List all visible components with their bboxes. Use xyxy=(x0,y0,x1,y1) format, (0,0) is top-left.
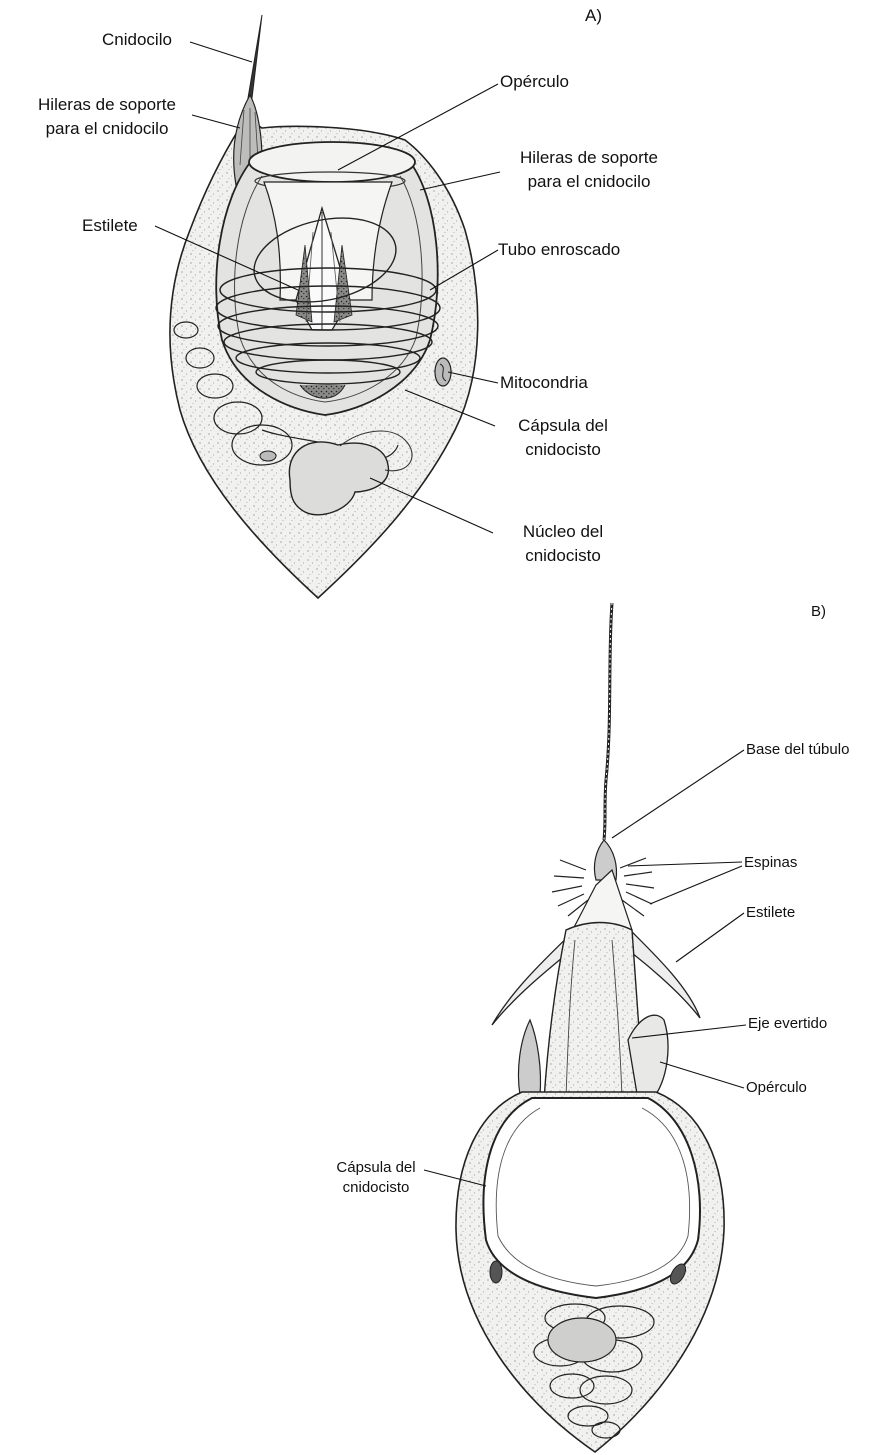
label-capsula-b-line2: cnidocisto xyxy=(326,1178,426,1198)
label-eje-evertido: Eje evertido xyxy=(748,1014,827,1034)
label-cnidocilo: Cnidocilo xyxy=(102,28,172,52)
cnidocil-b xyxy=(518,1020,540,1095)
label-capsula-b-line1: Cápsula del xyxy=(326,1158,426,1178)
label-mitocondria: Mitocondria xyxy=(500,371,588,395)
label-operculo-b: Opérculo xyxy=(746,1078,807,1098)
figure-b-cnidocyte xyxy=(424,603,746,1452)
label-capsula-b: Cápsula del cnidocisto xyxy=(326,1158,426,1198)
label-hileras-right-line2: para el cnidocilo xyxy=(500,170,678,194)
capsule-b xyxy=(483,1098,700,1298)
label-espinas: Espinas xyxy=(744,853,797,873)
label-hileras-right-line1: Hileras de soporte xyxy=(500,146,678,170)
label-estilete-a: Estilete xyxy=(82,214,138,238)
panel-label-a: A) xyxy=(585,4,602,28)
label-nucleo-a-line1: Núcleo del xyxy=(498,520,628,544)
label-capsula-a: Cápsula del cnidocisto xyxy=(498,414,628,462)
label-hileras-right: Hileras de soporte para el cnidocilo xyxy=(500,146,678,194)
label-hileras-left-line2: para el cnidocilo xyxy=(12,117,202,141)
label-estilete-b: Estilete xyxy=(746,903,795,923)
label-hileras-left: Hileras de soporte para el cnidocilo xyxy=(12,93,202,141)
label-base-tubulo: Base del túbulo xyxy=(746,740,849,760)
label-hileras-left-line1: Hileras de soporte xyxy=(12,93,202,117)
label-nucleo-a-line2: cnidocisto xyxy=(498,544,628,568)
label-nucleo-a: Núcleo del cnidocisto xyxy=(498,520,628,568)
label-operculo-a: Opérculo xyxy=(500,70,569,94)
label-capsula-a-line2: cnidocisto xyxy=(498,438,628,462)
figure-a-cnidocyte xyxy=(155,15,500,598)
mitochondrion-b-left xyxy=(490,1261,502,1283)
label-tubo-enroscado: Tubo enroscado xyxy=(498,238,620,262)
label-capsula-a-line1: Cápsula del xyxy=(498,414,628,438)
nucleus-b xyxy=(548,1318,616,1362)
cnidocil-a xyxy=(248,15,262,98)
panel-label-b: B) xyxy=(811,602,826,622)
